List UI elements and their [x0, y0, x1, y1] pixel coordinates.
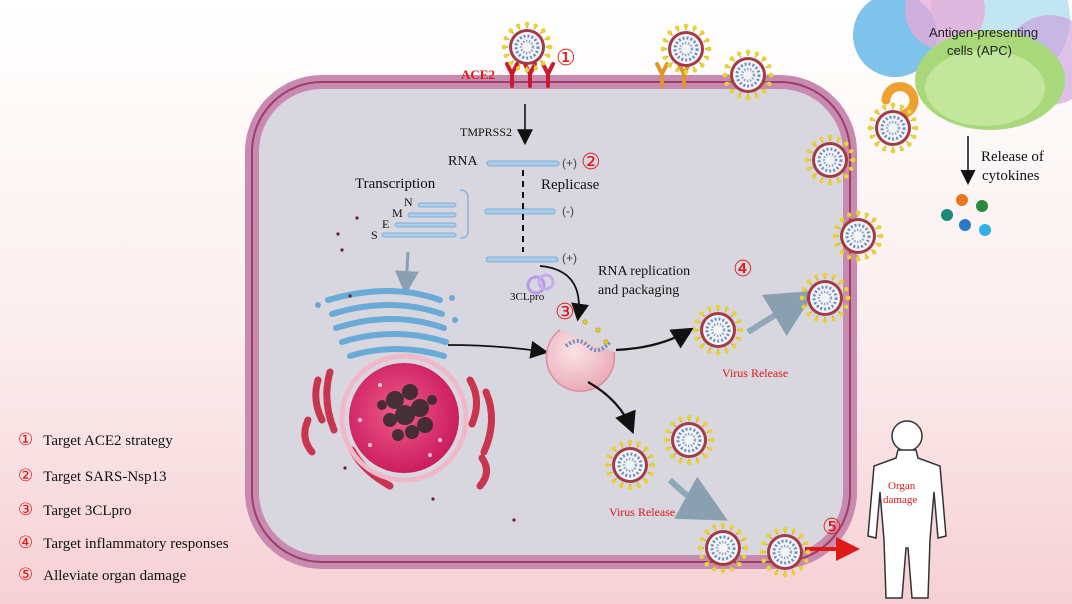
legend-marker: ① [18, 430, 34, 450]
exit-arrow-right [615, 327, 694, 352]
apc-cluster [853, 0, 1072, 130]
gene-m-label: M [392, 206, 403, 220]
apc-label-line1: Antigen-presenting [929, 25, 1039, 40]
replicase-label: Replicase [541, 177, 600, 193]
organ-damage-line2: damage [883, 494, 918, 506]
marker-4: ④ [733, 257, 753, 282]
packaging-arrow [539, 265, 589, 322]
marker-2: ② [581, 150, 601, 175]
legend-item: ③ Target 3CLpro [18, 500, 132, 520]
release-arrow-right [746, 290, 816, 337]
rna-label: RNA [448, 154, 478, 169]
plus-strand-bottom: (+) [562, 251, 577, 265]
tmprss2-label: TMPRSS2 [460, 125, 513, 139]
exit-arrow-down [587, 381, 636, 435]
rna-strands [484, 160, 560, 263]
legend-item: ② Target SARS-Nsp13 [18, 466, 167, 486]
virus-particle [721, 48, 775, 102]
gene-n-label: N [404, 195, 413, 209]
legend-item: ⑤ Alleviate organ damage [18, 565, 186, 585]
marker-5: ⑤ [822, 515, 842, 540]
virus-particle [798, 271, 852, 325]
legend-marker: ③ [18, 500, 34, 520]
transcription-label: Transcription [355, 176, 436, 192]
rna-replication-line1: RNA replication [598, 264, 691, 279]
legend-marker: ⑤ [18, 565, 34, 585]
virus-particle [866, 101, 920, 155]
clpro-protein [526, 273, 555, 295]
virus-particle [831, 209, 885, 263]
virus-entering [500, 20, 554, 74]
ace2-label: ACE2 [461, 67, 495, 82]
legend-text: Target 3CLpro [43, 503, 132, 519]
gene-e-label: E [382, 217, 390, 231]
virus-release-bottom-label: Virus Release [609, 505, 676, 519]
virus-release-right-label: Virus Release [722, 366, 789, 380]
plus-strand-top: (+) [562, 156, 577, 170]
organ-damage-line1: Organ [888, 480, 916, 492]
rna-replication-line2: and packaging [598, 283, 680, 298]
release-arrow-bottom [667, 476, 728, 521]
marker-1: ① [556, 46, 576, 71]
subgenomic-strands [381, 189, 469, 239]
legend-item: ① Target ACE2 strategy [18, 430, 173, 450]
assembly-vesicle [545, 319, 616, 392]
golgi-apparatus [325, 288, 449, 359]
clpro-label: 3CLpro [510, 291, 545, 303]
transcription-arrow [394, 251, 419, 295]
marker-3: ③ [555, 300, 575, 325]
legend-marker: ④ [18, 533, 34, 553]
legend-text: Target inflammatory responses [43, 536, 229, 552]
apc-label-line2: cells (APC) [947, 43, 1013, 58]
golgi-to-vesicle-arrow [447, 340, 549, 359]
golgi-vesicles [315, 295, 458, 323]
minus-strand-label: (-) [562, 204, 574, 218]
legend-text: Alleviate organ damage [43, 568, 187, 584]
cytokines [941, 194, 991, 236]
legend-text: Target SARS-Nsp13 [43, 469, 167, 485]
virus-particle [662, 413, 716, 467]
virus-particle [691, 303, 745, 357]
legend-item: ④ Target inflammatory responses [18, 533, 229, 553]
legend-marker: ② [18, 466, 34, 486]
virus-particle [696, 521, 750, 575]
nucleus [339, 353, 469, 483]
legend-text: Target ACE2 strategy [43, 433, 173, 449]
release-cytokines-line2: cytokines [982, 168, 1040, 184]
human-body [867, 420, 947, 599]
gene-s-label: S [371, 228, 378, 242]
virus-particle [659, 22, 713, 76]
virus-particle [803, 133, 857, 187]
virus-particle [603, 438, 657, 492]
virus-particle [758, 525, 812, 579]
cell-membrane-outline [251, 81, 851, 563]
release-cytokines-line1: Release of [981, 149, 1044, 165]
